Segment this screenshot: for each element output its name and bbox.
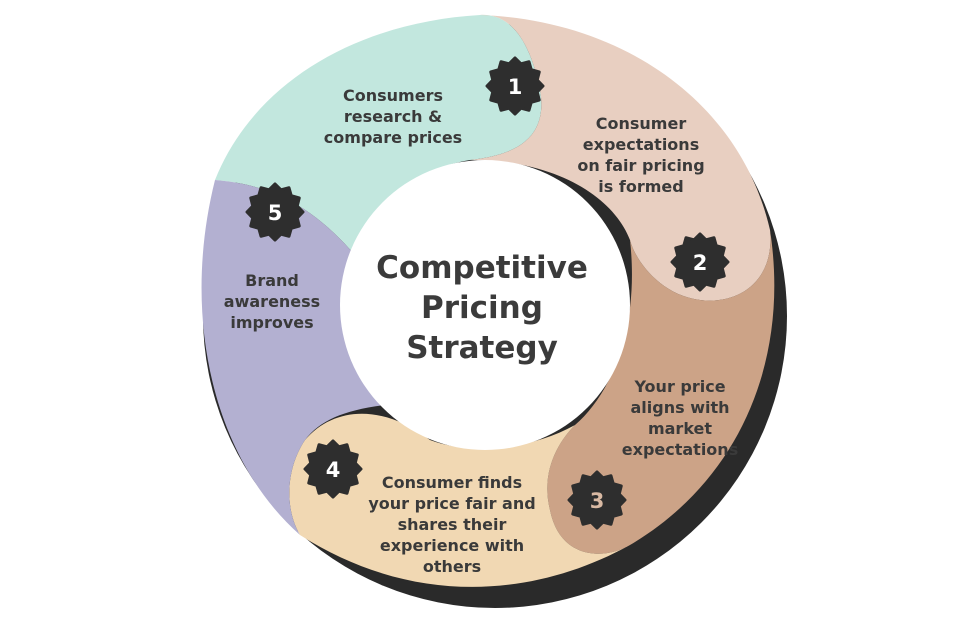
step-5-badge: 5 xyxy=(245,182,305,242)
step-2-badge: 2 xyxy=(670,232,730,292)
step-4-badge: 4 xyxy=(303,439,363,499)
step-3-line-4: expectations xyxy=(622,440,738,459)
step-1-badge: 1 xyxy=(485,56,545,116)
step-4-text: Consumer finds your price fair and share… xyxy=(368,473,535,576)
step-3-line-3: market xyxy=(648,419,712,438)
segment-4 xyxy=(289,413,630,587)
segment-1 xyxy=(215,14,542,256)
step-2-line-2: expectations xyxy=(583,135,699,154)
step-2-line-4: is formed xyxy=(598,177,683,196)
step-4-line-4: experience with xyxy=(380,536,524,555)
step-3-text: Your price aligns with market expectatio… xyxy=(622,377,738,459)
step-5-line-2: awareness xyxy=(224,292,320,311)
segment-2 xyxy=(470,14,771,301)
center-title-line-1: Competitive xyxy=(376,250,588,286)
step-4-line-5: others xyxy=(423,557,481,576)
starburst-badge-icon xyxy=(303,439,363,499)
step-3-line-1: Your price xyxy=(633,377,725,396)
step-2-number: 2 xyxy=(693,251,708,275)
starburst-badge-icon xyxy=(670,232,730,292)
step-1-number: 1 xyxy=(508,75,523,99)
step-2-line-3: on fair pricing xyxy=(577,156,704,175)
center-title-line-2: Pricing xyxy=(421,290,543,326)
center-title-line-3: Strategy xyxy=(406,330,558,366)
segment-5 xyxy=(201,180,385,535)
center-hub xyxy=(340,160,630,450)
step-1-line-1: Consumers xyxy=(343,86,443,105)
step-2-text: Consumer expectations on fair pricing is… xyxy=(577,114,704,196)
step-2-line-1: Consumer xyxy=(596,114,687,133)
step-1-line-2: research & xyxy=(344,107,442,126)
step-5-text: Brand awareness improves xyxy=(224,271,320,332)
step-3-line-2: aligns with xyxy=(630,398,729,417)
step-4-line-1: Consumer finds xyxy=(382,473,522,492)
starburst-badge-icon xyxy=(485,56,545,116)
step-4-line-3: shares their xyxy=(398,515,507,534)
step-5-line-3: improves xyxy=(230,313,313,332)
step-5-line-1: Brand xyxy=(245,271,299,290)
step-4-line-2: your price fair and xyxy=(368,494,535,513)
center-title: Competitive Pricing Strategy xyxy=(376,250,588,366)
step-3-badge: 3 xyxy=(567,470,627,530)
starburst-badge-icon xyxy=(245,182,305,242)
step-1-text: Consumers research & compare prices xyxy=(324,86,462,147)
segment-3 xyxy=(547,230,775,554)
starburst-badge-icon xyxy=(567,470,627,530)
step-4-number: 4 xyxy=(326,458,341,482)
step-3-number: 3 xyxy=(590,489,605,513)
step-1-line-3: compare prices xyxy=(324,128,462,147)
step-5-number: 5 xyxy=(268,201,283,225)
